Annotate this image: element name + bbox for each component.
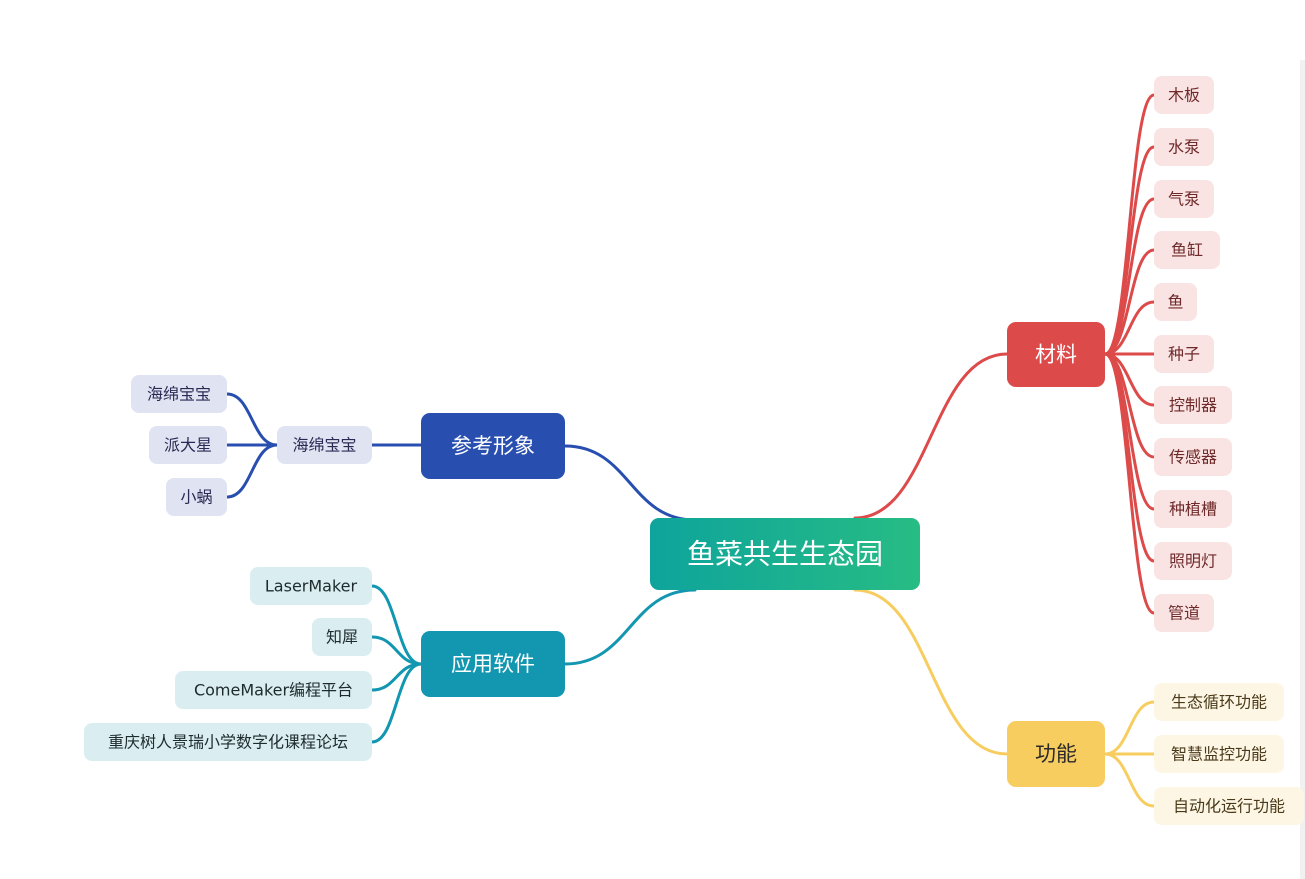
root-topic-label: 鱼菜共生生态园 <box>687 538 883 571</box>
software-leaf-box[interactable] <box>84 723 372 761</box>
material-leaf[interactable]: 木板 <box>1154 76 1214 114</box>
material-leaf[interactable]: 传感器 <box>1154 438 1232 476</box>
branch-functions-box[interactable] <box>1007 721 1105 787</box>
software-leaf-label: ComeMaker编程平台 <box>194 681 353 700</box>
material-leaf-box[interactable] <box>1154 283 1197 321</box>
function-leaf-label: 自动化运行功能 <box>1173 797 1285 816</box>
material-leaf-label: 照明灯 <box>1169 552 1217 571</box>
material-leaf-label: 种子 <box>1168 345 1200 364</box>
branch-materials-box[interactable] <box>1007 322 1105 387</box>
branch-materials[interactable]: 材料 <box>1007 322 1105 387</box>
connector-line <box>370 662 423 744</box>
connector-line <box>1103 700 1156 756</box>
material-leaf-box[interactable] <box>1154 128 1214 166</box>
function-leaf-box[interactable] <box>1154 735 1284 773</box>
material-leaf[interactable]: 控制器 <box>1154 386 1232 424</box>
software-leaf-label: 知犀 <box>326 628 358 647</box>
function-leaf[interactable]: 智慧监控功能 <box>1154 735 1284 773</box>
connector-line <box>563 444 697 522</box>
software-leaf-box[interactable] <box>175 671 372 709</box>
software-leaf-label: 重庆树人景瑞小学数字化课程论坛 <box>108 733 348 752</box>
material-leaf[interactable]: 管道 <box>1154 594 1214 632</box>
connector-line <box>563 588 697 666</box>
material-leaf[interactable]: 鱼缸 <box>1154 231 1220 269</box>
material-leaf[interactable]: 气泵 <box>1154 180 1214 218</box>
material-leaf-label: 管道 <box>1168 604 1200 623</box>
material-leaf-label: 鱼缸 <box>1171 241 1203 260</box>
connector-line <box>225 443 279 499</box>
reference-subtopic-box[interactable] <box>277 426 372 464</box>
branch-reference-box[interactable] <box>421 413 565 479</box>
function-leaf[interactable]: 生态循环功能 <box>1154 683 1284 721</box>
branch-software[interactable]: 应用软件 <box>421 631 565 697</box>
material-leaf-box[interactable] <box>1154 594 1214 632</box>
branch-reference-label: 参考形象 <box>451 434 535 458</box>
connector-line <box>1103 300 1156 356</box>
material-leaf[interactable]: 种植槽 <box>1154 490 1232 528</box>
connector-line <box>853 588 1009 756</box>
material-leaf[interactable]: 鱼 <box>1154 283 1197 321</box>
material-leaf-label: 传感器 <box>1169 448 1217 467</box>
connector-line <box>1103 752 1156 808</box>
connector-line <box>853 352 1009 520</box>
reference-subtopic-label: 海绵宝宝 <box>292 436 356 455</box>
branch-reference[interactable]: 参考形象 <box>421 413 565 479</box>
function-leaf-box[interactable] <box>1154 683 1284 721</box>
branch-functions[interactable]: 功能 <box>1007 721 1105 787</box>
canvas-edge <box>1300 60 1305 879</box>
function-leaf-label: 生态循环功能 <box>1171 693 1267 712</box>
branch-software-label: 应用软件 <box>451 652 535 676</box>
branch-materials-label: 材料 <box>1035 343 1077 367</box>
material-leaf-box[interactable] <box>1154 231 1220 269</box>
material-leaf-label: 鱼 <box>1167 293 1183 312</box>
connector-line <box>1103 352 1156 615</box>
software-leaf[interactable]: 重庆树人景瑞小学数字化课程论坛 <box>84 723 372 761</box>
connector-line <box>1103 145 1156 356</box>
material-leaf-box[interactable] <box>1154 335 1214 373</box>
branch-software-box[interactable] <box>421 631 565 697</box>
reference-leaf[interactable]: 派大星 <box>149 426 227 464</box>
root-topic[interactable]: 鱼菜共生生态园 <box>650 518 920 590</box>
connector-line <box>1103 352 1156 459</box>
material-leaf[interactable]: 水泵 <box>1154 128 1214 166</box>
root-topic-box[interactable] <box>650 518 920 590</box>
software-leaf[interactable]: LaserMaker <box>250 567 372 605</box>
material-leaf-box[interactable] <box>1154 542 1232 580</box>
reference-subtopic[interactable]: 海绵宝宝 <box>277 426 372 464</box>
reference-leaf[interactable]: 小蜗 <box>166 478 227 516</box>
material-leaf-box[interactable] <box>1154 490 1232 528</box>
connector-line <box>225 392 279 447</box>
reference-leaf-label: 海绵宝宝 <box>147 385 211 404</box>
material-leaf-label: 水泵 <box>1168 138 1200 157</box>
reference-leaf-label: 派大星 <box>164 436 212 455</box>
material-leaf-box[interactable] <box>1154 76 1214 114</box>
material-leaf-box[interactable] <box>1154 180 1214 218</box>
software-leaf-box[interactable] <box>250 567 372 605</box>
material-leaf[interactable]: 种子 <box>1154 335 1214 373</box>
reference-leaf-label: 小蜗 <box>180 488 212 507</box>
material-leaf-box[interactable] <box>1154 386 1232 424</box>
reference-leaf-box[interactable] <box>166 478 227 516</box>
software-leaf-box[interactable] <box>312 618 372 656</box>
function-leaf-box[interactable] <box>1154 787 1304 825</box>
reference-leaf-box[interactable] <box>131 375 227 413</box>
connector-line <box>1103 248 1156 356</box>
software-leaf-label: LaserMaker <box>265 577 358 596</box>
connector-line <box>1103 352 1156 563</box>
material-leaf-box[interactable] <box>1154 438 1232 476</box>
software-leaf[interactable]: ComeMaker编程平台 <box>175 671 372 709</box>
material-leaf-label: 控制器 <box>1169 396 1217 415</box>
reference-leaf-box[interactable] <box>149 426 227 464</box>
function-leaf-label: 智慧监控功能 <box>1171 745 1267 764</box>
material-leaf-label: 气泵 <box>1168 190 1200 209</box>
software-leaf[interactable]: 知犀 <box>312 618 372 656</box>
material-leaf-label: 木板 <box>1168 86 1200 105</box>
branch-functions-label: 功能 <box>1035 742 1077 766</box>
material-leaf-label: 种植槽 <box>1169 500 1217 519</box>
connector-line <box>1103 93 1156 356</box>
function-leaf[interactable]: 自动化运行功能 <box>1154 787 1304 825</box>
reference-leaf[interactable]: 海绵宝宝 <box>131 375 227 413</box>
connector-line <box>370 584 423 666</box>
material-leaf[interactable]: 照明灯 <box>1154 542 1232 580</box>
